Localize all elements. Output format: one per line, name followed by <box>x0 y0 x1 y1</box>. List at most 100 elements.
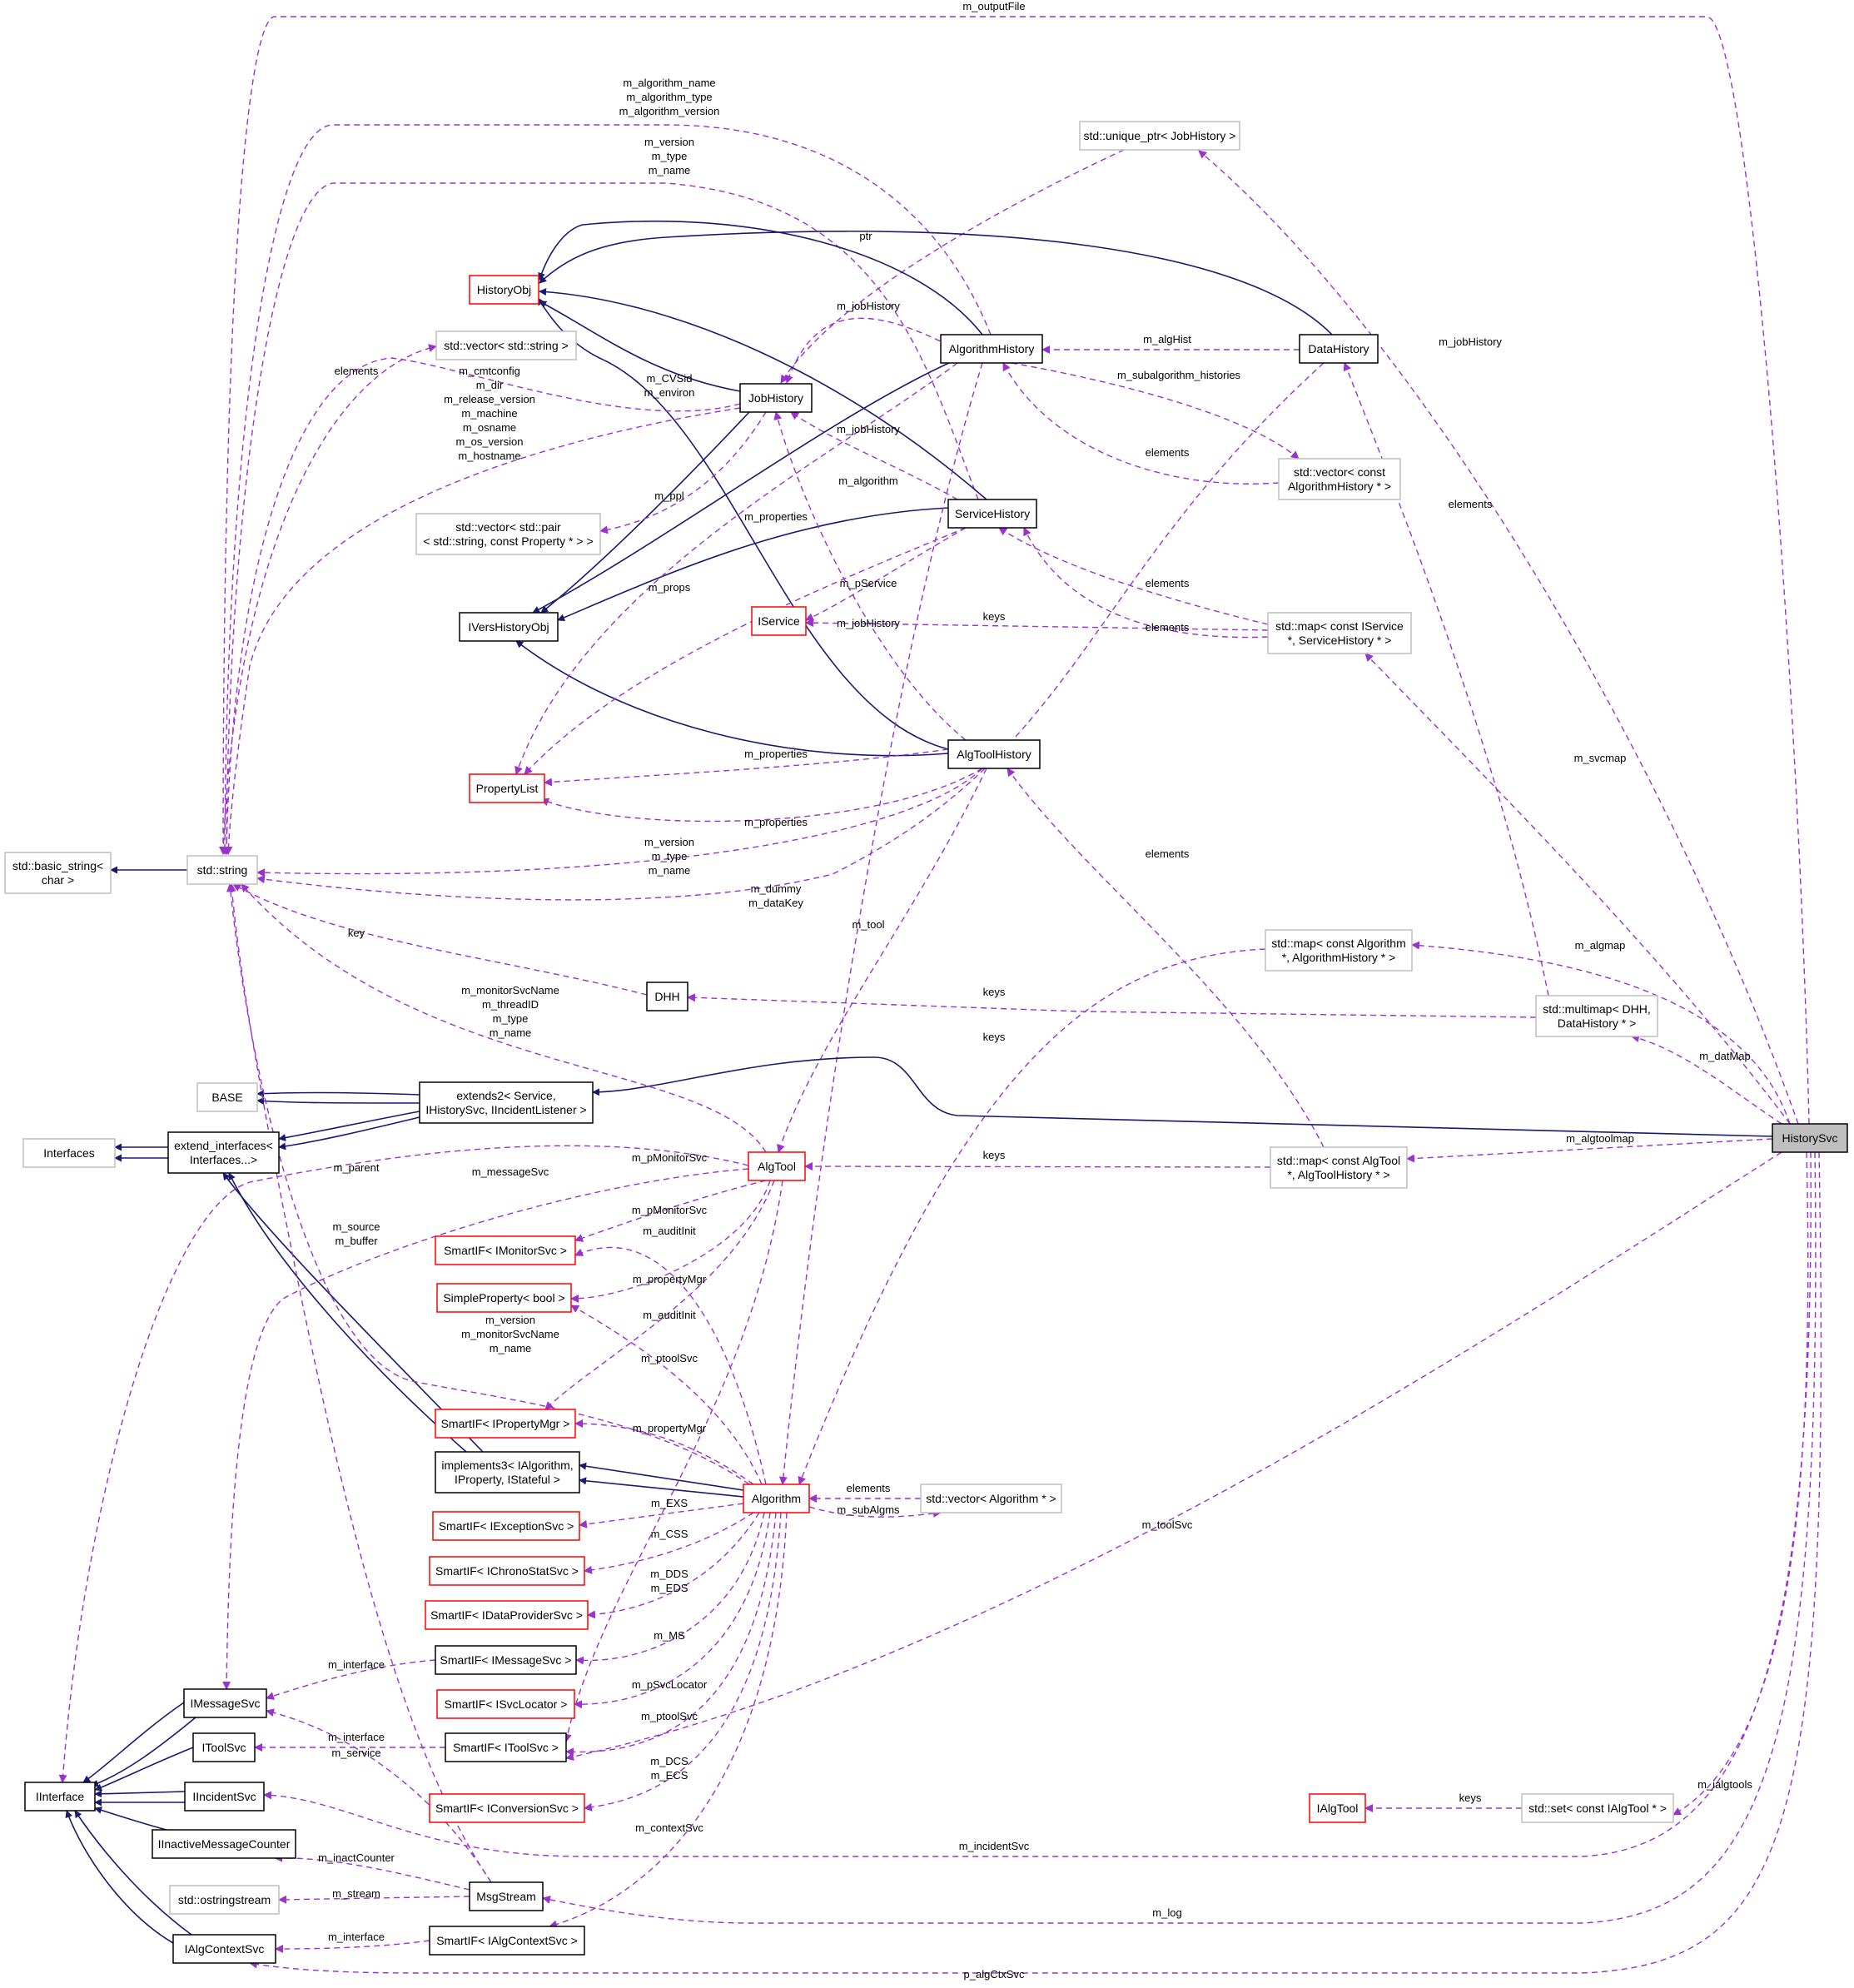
usage-edge-AlgToolHistory-to-JobHistory <box>773 411 967 741</box>
usage-edge-AlgTool-to-SmartIF_IToolSvc <box>563 1180 783 1742</box>
node-algtoolhistory[interactable]: AlgToolHistory <box>947 739 1041 769</box>
edge-label-line: m_monitorSvcName <box>461 984 559 996</box>
node-vec-string[interactable]: std::vector< std::string > <box>435 331 577 360</box>
node-historyobj[interactable]: HistoryObj <box>469 275 539 305</box>
node-historysvc[interactable]: HistorySvc <box>1772 1123 1848 1153</box>
node-map-svc[interactable]: std::map< const IService*, ServiceHistor… <box>1267 612 1412 654</box>
edge-label-m-algmap: m_algmap <box>1575 939 1626 952</box>
node-label: SmartIF< IExceptionSvc > <box>439 1519 574 1533</box>
edge-label-elements-datahist: elements <box>1449 498 1493 510</box>
usage-edge-HistorySvc-to-unique_ptr_job <box>1198 150 1799 1125</box>
usage-edge-HistorySvc-to-set_ialgtool <box>1673 1151 1809 1816</box>
node-box <box>429 1556 585 1586</box>
node-smartif-imessagesvc[interactable]: SmartIF< IMessageSvc > <box>435 1645 577 1675</box>
node-datahistory[interactable]: DataHistory <box>1299 334 1379 364</box>
usage-edge-AlgTool-to-IMessageSvc <box>222 1168 749 1690</box>
node-implements3[interactable]: implements3< IAlgorithm,IProperty, IStat… <box>435 1451 580 1493</box>
edge-label-m-outputFile: m_outputFile <box>962 0 1025 12</box>
node-multimap-dhh[interactable]: std::multimap< DHH,DataHistory * > <box>1535 995 1658 1037</box>
node-unique-ptr-job[interactable]: std::unique_ptr< JobHistory > <box>1079 121 1240 151</box>
node-algorithm[interactable]: Algorithm <box>743 1484 810 1513</box>
node-smartif-isvclocator[interactable]: SmartIF< ISvcLocator > <box>436 1689 575 1719</box>
node-iinterface[interactable]: IInterface <box>24 1782 96 1812</box>
node-label: SmartIF< IConversionSvc > <box>435 1802 579 1815</box>
edge-label-m-subAlgms: m_subAlgms <box>837 1503 900 1516</box>
edge-label-m-properties-bottom: m_properties <box>744 816 808 828</box>
edge-label-m-toolSvc: m_toolSvc <box>1142 1518 1193 1531</box>
node-interfaces[interactable]: Interfaces <box>22 1138 116 1168</box>
edge-label-line: m_properties <box>744 510 808 523</box>
node-label: std::ostringstream <box>178 1893 271 1906</box>
node-map-algtool[interactable]: std::map< const AlgTool*, AlgToolHistory… <box>1270 1146 1408 1189</box>
node-servicehistory[interactable]: ServiceHistory <box>947 499 1037 529</box>
edge-label-line: m_name <box>649 164 691 176</box>
node-smartif-iexceptionsvc[interactable]: SmartIF< IExceptionSvc > <box>432 1511 580 1541</box>
edge-label-m-propertyMgr-tool: m_propertyMgr <box>633 1273 707 1285</box>
node-ialgcontextsvc[interactable]: IAlgContextSvc <box>172 1934 276 1964</box>
node-std-ostringstream[interactable]: std::ostringstream <box>169 1885 280 1915</box>
node-propertylist[interactable]: PropertyList <box>469 773 545 803</box>
usage-edge-multimap_dhh-to-DHH <box>687 993 1537 1018</box>
edge-label-line: m_propertyMgr <box>633 1422 707 1434</box>
node-smartif-itoolsvc[interactable]: SmartIF< IToolSvc > <box>445 1732 567 1762</box>
node-label: *, ServiceHistory * > <box>1288 634 1392 647</box>
node-dhh[interactable]: DHH <box>646 982 688 1011</box>
node-iservice[interactable]: IService <box>751 606 807 636</box>
node-smartif-ipropertymgr[interactable]: SmartIF< IPropertyMgr > <box>435 1409 576 1439</box>
edge-label-line: m_outputFile <box>962 0 1025 12</box>
edge-label-m-messageSvc: m_messageSvc <box>472 1165 549 1178</box>
node-smartif-ichronostatsvc[interactable]: SmartIF< IChronoStatSvc > <box>429 1556 585 1586</box>
node-smartif-iconversionsvc[interactable]: SmartIF< IConversionSvc > <box>429 1793 585 1823</box>
node-iincidentsvc[interactable]: IIncidentSvc <box>184 1782 265 1812</box>
node-imessagesvc[interactable]: IMessageSvc <box>183 1688 267 1718</box>
node-std-basic-string[interactable]: std::basic_string<char > <box>4 852 112 894</box>
node-smartif-idataprovidersvc[interactable]: SmartIF< IDataProviderSvc > <box>425 1600 589 1630</box>
node-box <box>186 855 258 885</box>
edge-label-m-jobHistory-right: m_jobHistory <box>1439 335 1502 348</box>
node-ialgtool[interactable]: IAlgTool <box>1309 1793 1366 1823</box>
node-vec-algorithm[interactable]: std::vector< Algorithm * > <box>920 1484 1062 1513</box>
usage-edge-map_alg-to-Algorithm <box>798 948 1266 1485</box>
node-label: implements3< IAlgorithm, <box>441 1459 573 1472</box>
node-map-alg[interactable]: std::map< const Algorithm*, AlgorithmHis… <box>1265 929 1413 972</box>
node-smartif-imonitorsvc[interactable]: SmartIF< IMonitorSvc > <box>435 1235 576 1265</box>
inheritance-edge-ServiceHistory-to-IVersHistoryObj <box>557 507 949 621</box>
node-algorithmhistory[interactable]: AlgorithmHistory <box>940 334 1043 364</box>
node-box <box>1535 995 1658 1037</box>
node-simpleproperty-bool[interactable]: SimpleProperty< bool > <box>436 1283 572 1313</box>
edge-label-line: m_algorithm <box>838 475 898 487</box>
node-smartif-ialgcontextsvc[interactable]: SmartIF< IAlgContextSvc > <box>429 1926 585 1956</box>
node-msgstream[interactable]: MsgStream <box>469 1881 544 1911</box>
node-itoolsvc[interactable]: IToolSvc <box>192 1732 256 1762</box>
node-algtool[interactable]: AlgTool <box>748 1151 806 1181</box>
node-jobhistory[interactable]: JobHistory <box>739 383 813 413</box>
node-ivershistoryobj[interactable]: IVersHistoryObj <box>459 612 559 642</box>
node-box <box>1270 1146 1408 1189</box>
node-label: std::vector< std::string > <box>444 339 568 352</box>
inheritance-edge-IInactiveMessageCounter-to-IInterface <box>94 1807 167 1831</box>
edge-label-m-pMonitorSvc-alg: m_pMonitorSvc <box>632 1204 708 1216</box>
inheritance-edge-IMessageSvc-to-IInterface <box>82 1702 185 1783</box>
node-iinactivemessagecounter[interactable]: IInactiveMessageCounter <box>152 1829 296 1859</box>
edge-label-line: m_algmap <box>1575 939 1626 952</box>
edge-label-line: m_dataKey <box>748 897 803 909</box>
edge-label-m-interface-msg: m_interface <box>328 1658 385 1671</box>
node-base[interactable]: BASE <box>196 1082 258 1112</box>
usage-edge-Algorithm-to-SmartIF_IMessageSvc <box>575 1512 765 1665</box>
node-vec-pair[interactable]: std::vector< std::pair< std::string, con… <box>415 513 601 555</box>
node-label: DataHistory <box>1308 342 1369 355</box>
usage-edge-Algorithm-to-SmartIF_IChronoStatSvc <box>584 1512 754 1574</box>
node-extends2[interactable]: extends2< Service,IHistorySvc, IIncident… <box>419 1081 594 1124</box>
edge-label-line: m_ppl <box>654 490 684 502</box>
node-box <box>920 1484 1062 1513</box>
node-label: IProperty, IStateful > <box>455 1473 560 1486</box>
node-std-string[interactable]: std::string <box>186 855 258 885</box>
edge-label-line: m_algtoolmap <box>1566 1132 1634 1145</box>
inheritance-edge-IIncidentSvc-to-IInterface <box>94 1790 186 1798</box>
node-set-ialgtool[interactable]: std::set< const IAlgTool * > <box>1521 1793 1674 1823</box>
node-extend-interfaces[interactable]: extend_interfaces<Interfaces...> <box>167 1131 280 1174</box>
